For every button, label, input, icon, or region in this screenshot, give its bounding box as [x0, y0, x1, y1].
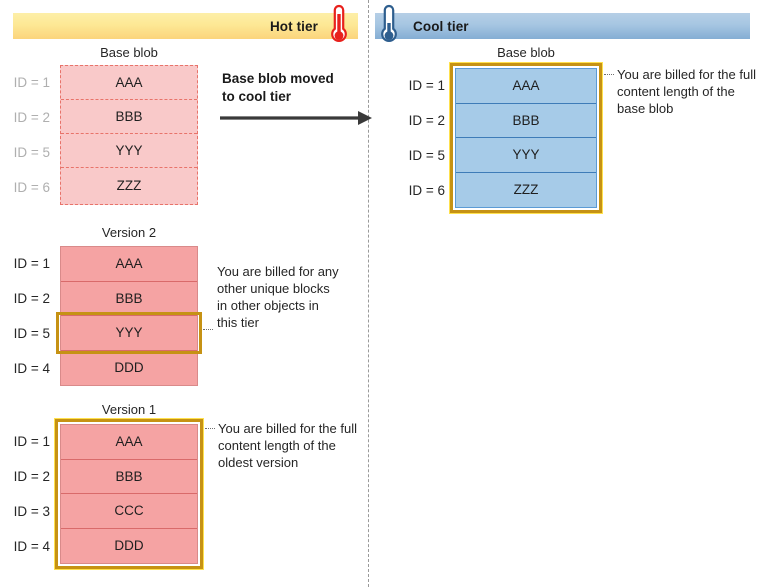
block-label: CCC [114, 503, 144, 519]
hot-version2-group: Version 2 ID = 1 ID = 2 ID = 5 ID = 4 AA… [0, 225, 210, 386]
block-label: AAA [512, 78, 540, 94]
hot-base-blob-id-column: ID = 1 ID = 2 ID = 5 ID = 6 [0, 65, 58, 205]
block-row[interactable]: DDD [61, 351, 197, 386]
hot-version1-id-column: ID = 1 ID = 2 ID = 3 ID = 4 [0, 424, 58, 564]
id-label: ID = 1 [13, 434, 50, 449]
id-label: ID = 4 [13, 361, 50, 376]
block-label: YYY [115, 325, 143, 341]
cool-base-blob-annotation: You are billed for the full content leng… [617, 67, 757, 116]
hot-version1-title: Version 1 [101, 402, 157, 417]
id-label: ID = 2 [13, 469, 50, 484]
block-label: ZZZ [513, 182, 539, 198]
block-label: BBB [115, 290, 143, 306]
block-label: BBB [512, 112, 540, 128]
block-label: BBB [115, 468, 143, 484]
block-label: BBB [115, 109, 143, 124]
transition-arrow [220, 110, 372, 126]
id-label: ID = 2 [408, 113, 445, 128]
thermometer-cool-icon [381, 4, 397, 43]
id-label: ID = 3 [13, 504, 50, 519]
block-label: AAA [115, 75, 143, 90]
block-label: DDD [114, 360, 144, 376]
cool-base-blob-annotation-leader [604, 74, 614, 75]
block-row[interactable]: ZZZ [456, 173, 596, 208]
hot-version2-annotation-leader [203, 329, 213, 330]
id-label: ID = 2 [13, 110, 50, 125]
hot-version2-id-column: ID = 1 ID = 2 ID = 5 ID = 4 [0, 246, 58, 386]
block-label: AAA [115, 256, 143, 272]
cool-base-blob-stack[interactable]: AAA BBB YYY ZZZ [455, 68, 597, 208]
id-label: ID = 4 [13, 539, 50, 554]
hot-version1-annotation: You are billed for the full content leng… [218, 421, 358, 470]
hot-tier-label: Hot tier [269, 18, 318, 34]
block-label: YYY [512, 147, 540, 163]
id-label: ID = 5 [13, 326, 50, 341]
hot-tier-header: Hot tier [13, 13, 358, 39]
hot-base-blob-group: Base blob ID = 1 ID = 2 ID = 5 ID = 6 AA… [0, 45, 210, 215]
cool-tier-label: Cool tier [413, 18, 469, 34]
hot-version2-annotation: You are billed for any other unique bloc… [217, 264, 339, 330]
block-row[interactable]: DDD [61, 529, 197, 564]
block-row[interactable]: CCC [61, 494, 197, 529]
cool-base-blob-group: Base blob ID = 1 ID = 2 ID = 5 ID = 6 AA… [395, 45, 610, 235]
transition-caption-line2: to cool tier [222, 89, 292, 104]
block-row[interactable]: AAA [456, 69, 596, 104]
id-label: ID = 1 [13, 75, 50, 90]
block-label: YYY [115, 143, 143, 158]
cool-base-blob-id-column: ID = 1 ID = 2 ID = 5 ID = 6 [395, 68, 453, 208]
hot-version2-title: Version 2 [101, 225, 157, 240]
right-arrow-icon [220, 111, 372, 125]
hot-version1-group: Version 1 ID = 1 ID = 2 ID = 3 ID = 4 AA… [0, 402, 210, 582]
block-row[interactable]: AAA [61, 66, 197, 100]
hot-version1-stack[interactable]: AAA BBB CCC DDD [60, 424, 198, 564]
cool-tier-header: Cool tier [375, 13, 750, 39]
block-label: ZZZ [116, 177, 142, 193]
hot-version1-annotation-leader [205, 428, 215, 429]
transition-caption-line1: Base blob moved [222, 71, 334, 86]
transition-caption: Base blob moved to cool tier [222, 70, 372, 106]
thermometer-hot-icon [331, 4, 347, 43]
tier-divider [368, 0, 369, 587]
hot-version2-stack[interactable]: AAA BBB YYY DDD [60, 246, 198, 386]
block-row[interactable]: BBB [456, 104, 596, 138]
id-label: ID = 1 [408, 78, 445, 93]
id-label: ID = 2 [13, 291, 50, 306]
block-row[interactable]: AAA [61, 247, 197, 282]
block-row[interactable]: BBB [61, 282, 197, 316]
id-label: ID = 5 [13, 145, 50, 160]
cool-base-blob-title: Base blob [497, 45, 555, 60]
id-label: ID = 6 [13, 180, 50, 195]
block-label: AAA [115, 434, 143, 450]
block-row[interactable]: ZZZ [61, 168, 197, 202]
block-row[interactable]: YYY [456, 138, 596, 173]
id-label: ID = 1 [13, 256, 50, 271]
block-row[interactable]: BBB [61, 100, 197, 134]
block-row[interactable]: YYY [61, 134, 197, 168]
block-label: DDD [114, 538, 144, 554]
id-label: ID = 6 [408, 183, 445, 198]
block-row[interactable]: BBB [61, 460, 197, 494]
block-row[interactable]: YYY [61, 316, 197, 351]
hot-base-blob-stack[interactable]: AAA BBB YYY ZZZ [60, 65, 198, 205]
id-label: ID = 5 [408, 148, 445, 163]
hot-base-blob-title: Base blob [100, 45, 158, 60]
block-row[interactable]: AAA [61, 425, 197, 460]
